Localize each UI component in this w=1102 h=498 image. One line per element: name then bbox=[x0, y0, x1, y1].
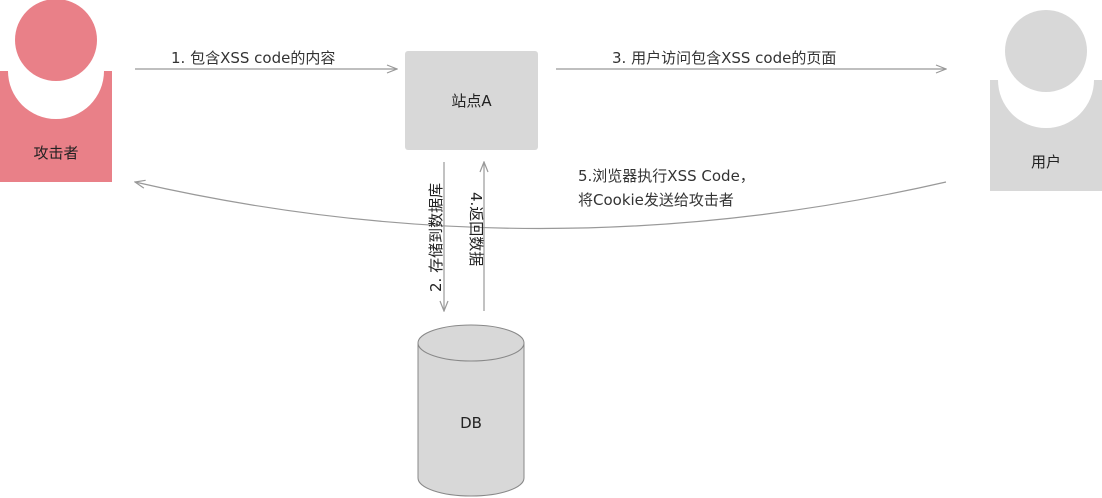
db-top bbox=[417, 324, 525, 362]
attacker-label: 攻击者 bbox=[33, 144, 79, 162]
user-head bbox=[1005, 10, 1087, 92]
db-label: DB bbox=[460, 414, 482, 432]
step4-label: 4.返回数据 bbox=[467, 192, 485, 267]
step5-label-line2: 将Cookie发送给攻击者 bbox=[578, 191, 734, 209]
user-figure bbox=[990, 10, 1102, 191]
user-label: 用户 bbox=[1030, 153, 1061, 171]
step2-label: 2. 存储到数据库 bbox=[427, 182, 445, 292]
attacker-figure bbox=[0, 0, 112, 182]
db-cylinder bbox=[417, 324, 525, 497]
site-label: 站点A bbox=[451, 92, 492, 110]
arrow-step5 bbox=[135, 182, 947, 230]
step5-label-line1: 5.浏览器执行XSS Code， bbox=[578, 167, 755, 185]
site-box bbox=[405, 51, 538, 150]
attacker-head bbox=[15, 0, 97, 81]
step1-label: 1. 包含XSS code的内容 bbox=[171, 49, 336, 67]
step3-label: 3. 用户访问包含XSS code的页面 bbox=[612, 49, 837, 67]
db-body bbox=[417, 342, 525, 497]
